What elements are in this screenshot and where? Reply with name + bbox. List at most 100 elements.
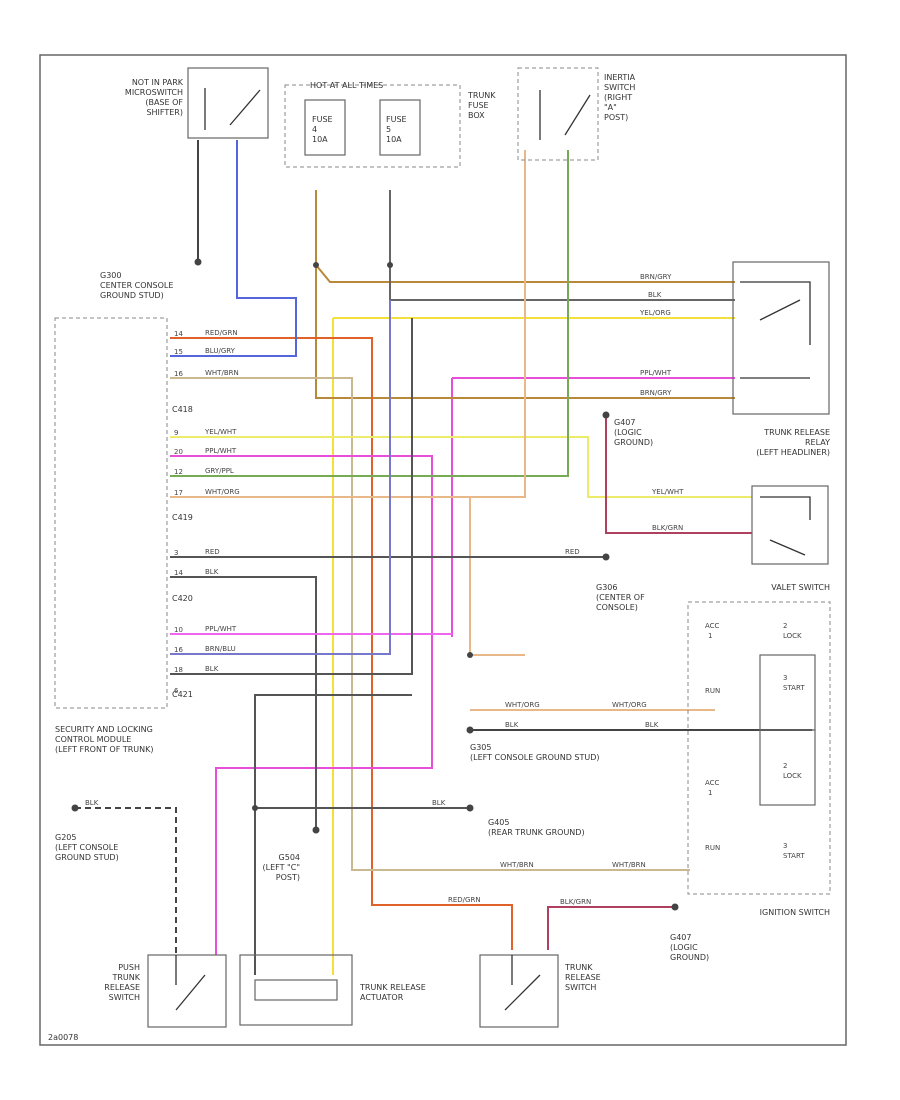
inertia-switch-box [517, 67, 599, 161]
wire-label-w-pplwht2: PPL/WHT [205, 447, 237, 455]
wire-wht-brn [170, 377, 690, 871]
pin-label-6: 17 [174, 489, 183, 497]
wire-brn-gry-top [315, 190, 735, 283]
label-c420-line-0: C420 [172, 594, 193, 603]
wire-gry-ppl [170, 150, 569, 477]
wire-blk-c420 [170, 576, 317, 830]
diagram-border [39, 54, 847, 1046]
wire-blu-gry [170, 140, 297, 357]
label-c419-line-0: C419 [172, 513, 193, 522]
label-g300-line-0: G300 [100, 271, 121, 280]
wire-yel-wht [170, 436, 752, 498]
label-g306-line-0: G306 [596, 583, 617, 592]
wire-wht-org [170, 150, 526, 656]
label-not-in-park-line-1: MICROSWITCH [125, 88, 183, 97]
ignition-label-4: LOCK [783, 632, 802, 640]
label-inertia-line-2: (RIGHT [604, 93, 632, 102]
label-inertia-line-1: SWITCH [604, 83, 635, 92]
wire-label-w-whtbrn: WHT/BRN [205, 369, 239, 377]
pin-label-0: 14 [174, 330, 183, 338]
wire-label-w-blk5: BLK [645, 721, 659, 729]
security-module-box [54, 317, 168, 709]
pin-label-7: 3 [174, 549, 178, 557]
fuse-5 [379, 99, 421, 156]
label-g504-line-2: POST) [276, 873, 300, 882]
ignition-label-1: 1 [708, 632, 712, 640]
label-g205-line-2: GROUND STUD) [55, 853, 119, 862]
label-g306-line-1: (CENTER OF [596, 593, 645, 602]
label-fuse-b-line-2: 10A [386, 135, 402, 144]
label-g405-line-1: (REAR TRUNK GROUND) [488, 828, 585, 837]
wire-label-w-blk3: BLK [205, 665, 219, 673]
wire-label-w-whtorg2: WHT/ORG [505, 701, 540, 709]
footer-code: 2a0078 [48, 1033, 78, 1042]
wire-label-w-whtbrn3: WHT/BRN [612, 861, 646, 869]
label-g407b-line-0: G407 [670, 933, 691, 942]
wire-label-w-blkgrn2: BLK/GRN [560, 898, 591, 906]
wire-label-w-blk1: BLK [648, 291, 662, 299]
label-g504-line-1: (LEFT "C" [263, 863, 300, 872]
label-valet-line-0: VALET SWITCH [771, 583, 830, 592]
label-trunk-rel-switch-line-0: TRUNK [564, 963, 593, 972]
wire-ppl-wht-2 [170, 455, 433, 955]
pin-label-5: 12 [174, 468, 183, 476]
wire-label-w-brngry1: BRN/GRY [640, 273, 672, 281]
splice-4 [252, 805, 258, 811]
label-module-line-0: SECURITY AND LOCKING [55, 725, 153, 734]
label-c421-line-0: C421 [172, 690, 193, 699]
label-trunk-relay-line-0: TRUNK RELEASE [763, 428, 830, 437]
label-trunk-relay-line-1: RELAY [805, 438, 830, 447]
ignition-label-5: 3 [783, 674, 787, 682]
ground-g300 [194, 258, 202, 266]
wire-label-w-pplwht1: PPL/WHT [640, 369, 672, 377]
ignition-label-7: ACC [705, 779, 720, 787]
ignition-label-8: 1 [708, 789, 712, 797]
wire-blk-c421 [170, 318, 413, 675]
wire-blk-g205 [75, 807, 177, 955]
ignition-label-3: 2 [783, 622, 787, 630]
ground-g405 [466, 804, 474, 812]
ground-g306 [602, 553, 610, 561]
wire-label-w-blk6: BLK [85, 799, 99, 807]
pin-label-11: 18 [174, 666, 183, 674]
trunk-release-relay-box [732, 261, 830, 415]
wire-label-w-blk7: BLK [432, 799, 446, 807]
wire-red-grn [170, 337, 513, 950]
label-g504-line-0: G504 [279, 853, 300, 862]
label-g407b-line-1: (LOGIC [670, 943, 698, 952]
label-fuse-a-line-2: 10A [312, 135, 328, 144]
wire-blk-grn-switch [547, 906, 675, 950]
wire-label-w-gryppl: GRY/PPL [205, 467, 234, 475]
label-trunk-actuator-line-1: ACTUATOR [360, 993, 404, 1002]
splice-1 [313, 262, 319, 268]
label-not-in-park-line-0: NOT IN PARK [132, 78, 184, 87]
wire-label-w-redgrn: RED/GRN [205, 329, 238, 337]
label-trunk-fuse-box-line-1: FUSE [468, 101, 489, 110]
label-fuse-a-line-1: 4 [312, 125, 317, 134]
label-g300-line-1: CENTER CONSOLE [100, 281, 173, 290]
label-g300-line-2: GROUND STUD) [100, 291, 164, 300]
wire-blk-actuator [254, 694, 412, 975]
wire-label-w-whtorg: WHT/ORG [205, 488, 240, 496]
wire-label-w-blk4: BLK [505, 721, 519, 729]
label-inertia-line-4: POST) [604, 113, 628, 122]
valet-switch-box [751, 485, 829, 565]
label-g306-line-2: CONSOLE) [596, 603, 638, 612]
trunk-release-actuator-box [239, 954, 353, 1026]
ignition-label-10: 2 [783, 762, 787, 770]
wire-label-w-brnblu: BRN/BLU [205, 645, 236, 653]
ignition-label-6: START [783, 684, 805, 692]
pin-label-8: 14 [174, 569, 183, 577]
wire-label-w-whtbrn2: WHT/BRN [500, 861, 534, 869]
wire-label-w-brngry2: BRN/GRY [640, 389, 672, 397]
label-ignition-line-0: IGNITION SWITCH [760, 908, 830, 917]
wire-label-w-yelwht: YEL/WHT [204, 428, 237, 436]
label-fuse-b-line-0: FUSE [386, 115, 407, 124]
not-in-park-switch-box [187, 67, 269, 139]
fuse-4 [304, 99, 346, 156]
label-inertia-line-0: INERTIA [604, 73, 636, 82]
wire-ppl-wht-relay [451, 377, 735, 637]
wire-label-w-yelorg: YEL/ORG [639, 309, 671, 317]
pin-label-2: 16 [174, 370, 183, 378]
pin-label-9: 10 [174, 626, 183, 634]
